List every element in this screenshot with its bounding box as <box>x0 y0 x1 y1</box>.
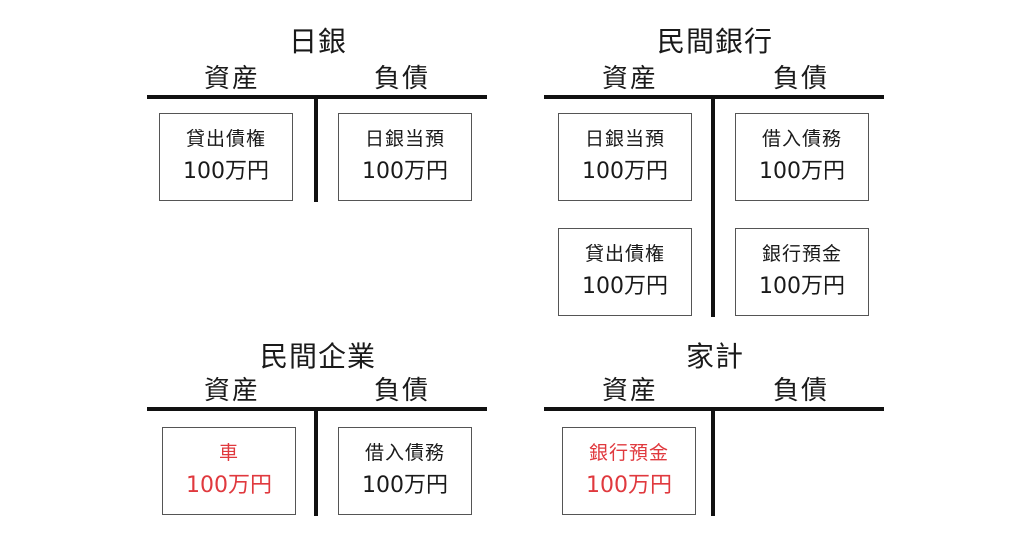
liabilities-label: 負債 <box>373 376 431 406</box>
item-name: 貸出債権 <box>185 128 266 150</box>
item-name: 日銀当預 <box>584 128 665 150</box>
item-amount: 100万円 <box>582 159 668 184</box>
account-title: 民間企業 <box>259 340 377 373</box>
assets-label: 資産 <box>203 376 261 406</box>
liability-item: 銀行預金 100万円 <box>735 228 869 316</box>
asset-item: 貸出債権 100万円 <box>558 228 692 316</box>
asset-item: 貸出債権 100万円 <box>159 113 293 201</box>
asset-item: 日銀当預 100万円 <box>558 113 692 201</box>
assets-label: 資産 <box>601 64 659 94</box>
assets-label: 資産 <box>203 64 261 94</box>
item-name: 貸出債権 <box>584 243 665 265</box>
liabilities-label: 負債 <box>772 64 830 94</box>
account-title: 家計 <box>685 340 745 373</box>
item-name: 借入債務 <box>761 128 842 150</box>
vertical-rule <box>314 97 318 202</box>
item-amount: 100万円 <box>586 473 672 498</box>
item-name: 日銀当預 <box>364 128 445 150</box>
item-amount: 100万円 <box>759 274 845 299</box>
liability-item: 借入債務 100万円 <box>338 427 472 515</box>
item-amount: 100万円 <box>362 473 448 498</box>
item-name: 車 <box>218 442 239 464</box>
assets-label: 資産 <box>601 376 659 406</box>
item-name: 借入債務 <box>364 442 445 464</box>
liability-item: 日銀当預 100万円 <box>338 113 472 201</box>
item-name: 銀行預金 <box>761 243 842 265</box>
account-title: 民間銀行 <box>656 25 774 58</box>
item-amount: 100万円 <box>582 274 668 299</box>
item-name: 銀行預金 <box>588 442 669 464</box>
account-title: 日銀 <box>288 25 348 58</box>
item-amount: 100万円 <box>362 159 448 184</box>
liability-item: 借入債務 100万円 <box>735 113 869 201</box>
liabilities-label: 負債 <box>373 64 431 94</box>
vertical-rule <box>711 409 715 516</box>
asset-item-highlighted: 車 100万円 <box>162 427 296 515</box>
item-amount: 100万円 <box>186 473 272 498</box>
asset-item-highlighted: 銀行預金 100万円 <box>562 427 696 515</box>
item-amount: 100万円 <box>183 159 269 184</box>
vertical-rule <box>711 97 715 317</box>
item-amount: 100万円 <box>759 159 845 184</box>
vertical-rule <box>314 409 318 516</box>
liabilities-label: 負債 <box>772 376 830 406</box>
